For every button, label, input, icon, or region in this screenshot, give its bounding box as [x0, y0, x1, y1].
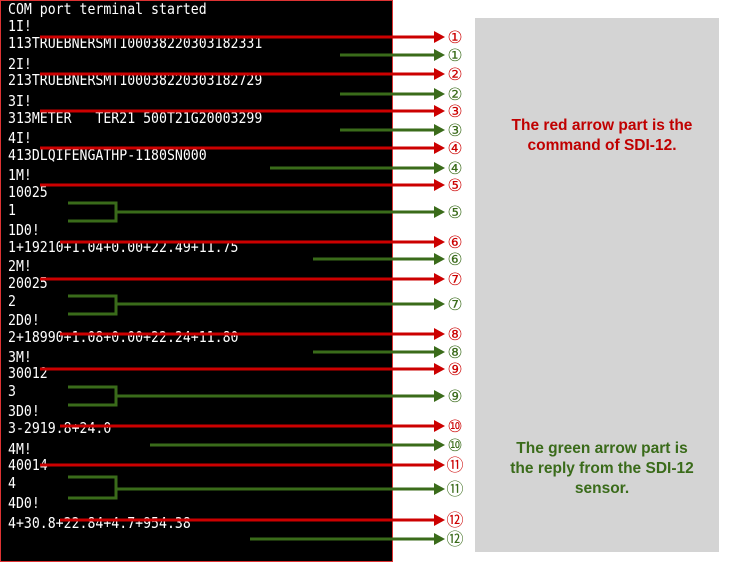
reply-arrow-head	[434, 439, 445, 451]
reply-arrow-head	[434, 206, 445, 218]
reply-marker: ⑤	[447, 203, 462, 223]
terminal-line: 4M!	[8, 440, 32, 458]
reply-arrow-head	[434, 253, 445, 265]
red-arrow-note: The red arrow part is the command of SDI…	[486, 116, 718, 156]
command-arrow-head	[434, 459, 445, 471]
reply-arrow-head	[434, 49, 445, 61]
terminal-line: 3-2919.8+24.0	[8, 419, 112, 437]
command-marker: ⑪	[447, 456, 464, 476]
green-note-line: The green arrow part is	[516, 440, 688, 457]
reply-marker: ⑦	[447, 295, 462, 315]
terminal-line: 30012	[8, 364, 48, 382]
command-arrow-head	[434, 31, 445, 43]
command-marker: ⑨	[447, 360, 462, 380]
command-marker: ⑥	[447, 233, 462, 253]
terminal-line: 40014	[8, 456, 48, 474]
reply-marker: ⑥	[447, 250, 462, 270]
reply-arrow-head	[434, 88, 445, 100]
terminal-line: 10025	[8, 183, 48, 201]
terminal-line: 1M!	[8, 166, 32, 184]
command-marker: ②	[447, 65, 462, 85]
command-arrow-head	[434, 514, 445, 526]
command-marker: ⑫	[447, 511, 464, 531]
terminal-line: 2	[8, 292, 16, 310]
reply-arrow-head	[434, 346, 445, 358]
reply-arrow-head	[434, 390, 445, 402]
reply-marker: ③	[447, 121, 462, 141]
reply-marker: ④	[447, 159, 462, 179]
terminal-line: 213TRUEBNERSMT100038220303182729	[8, 71, 263, 89]
terminal-line: 2I!	[8, 55, 32, 73]
terminal-line: 313METER TER21 500T21G20003299	[8, 109, 263, 127]
terminal-line: 1I!	[8, 17, 32, 35]
note-panel	[475, 18, 719, 552]
terminal-line: 2D0!	[8, 311, 40, 329]
command-marker: ⑦	[447, 270, 462, 290]
command-arrow-head	[434, 328, 445, 340]
green-note-line: sensor.	[574, 480, 630, 497]
reply-arrow-head	[434, 162, 445, 174]
reply-marker: ①	[447, 46, 462, 66]
reply-bracket	[68, 201, 118, 223]
terminal-line: 4	[8, 474, 16, 492]
terminal-line: 3M!	[8, 348, 32, 366]
terminal-line: 1	[8, 201, 16, 219]
green-note-line: the reply from the SDI-12	[510, 460, 694, 477]
reply-arrow-head	[434, 533, 445, 545]
command-arrow-head	[434, 420, 445, 432]
command-marker: ④	[447, 139, 462, 159]
command-marker: ⑧	[447, 325, 462, 345]
reply-arrow-head	[434, 483, 445, 495]
command-marker: ⑩	[447, 417, 462, 437]
reply-arrow-head	[434, 298, 445, 310]
reply-marker: ⑪	[447, 480, 464, 500]
command-arrow-head	[434, 363, 445, 375]
terminal-header-line: COM port terminal started	[8, 0, 207, 18]
command-arrow-head	[434, 142, 445, 154]
terminal-line: 3D0!	[8, 402, 40, 420]
reply-arrow-head	[434, 124, 445, 136]
terminal-line: 3I!	[8, 92, 32, 110]
terminal-line: 2M!	[8, 257, 32, 275]
reply-marker: ②	[447, 85, 462, 105]
command-marker: ⑤	[447, 176, 462, 196]
reply-marker: ⑫	[447, 530, 464, 550]
command-arrow-head	[434, 236, 445, 248]
red-note-line: command of SDI-12.	[527, 137, 677, 154]
terminal-line: 413DLQIFENGATHP-1180SN000	[8, 146, 207, 164]
command-marker: ③	[447, 102, 462, 122]
red-note-line: The red arrow part is the	[511, 117, 693, 134]
terminal-line: 20025	[8, 274, 48, 292]
command-marker: ①	[447, 28, 462, 48]
reply-marker: ⑧	[447, 343, 462, 363]
command-arrow-head	[434, 105, 445, 117]
reply-bracket	[68, 385, 118, 407]
terminal-line: 113TRUEBNERSMT100038220303182331	[8, 34, 263, 52]
command-arrow-head	[434, 273, 445, 285]
terminal-line: 1D0!	[8, 221, 40, 239]
terminal-line: 4I!	[8, 129, 32, 147]
reply-bracket	[68, 294, 118, 316]
terminal-line: 4D0!	[8, 494, 40, 512]
reply-marker: ⑩	[447, 436, 462, 456]
reply-marker: ⑨	[447, 387, 462, 407]
command-arrow-head	[434, 179, 445, 191]
terminal-line: 3	[8, 382, 16, 400]
green-arrow-note: The green arrow part is the reply from t…	[482, 439, 722, 499]
command-arrow-head	[434, 68, 445, 80]
reply-bracket	[68, 475, 118, 500]
